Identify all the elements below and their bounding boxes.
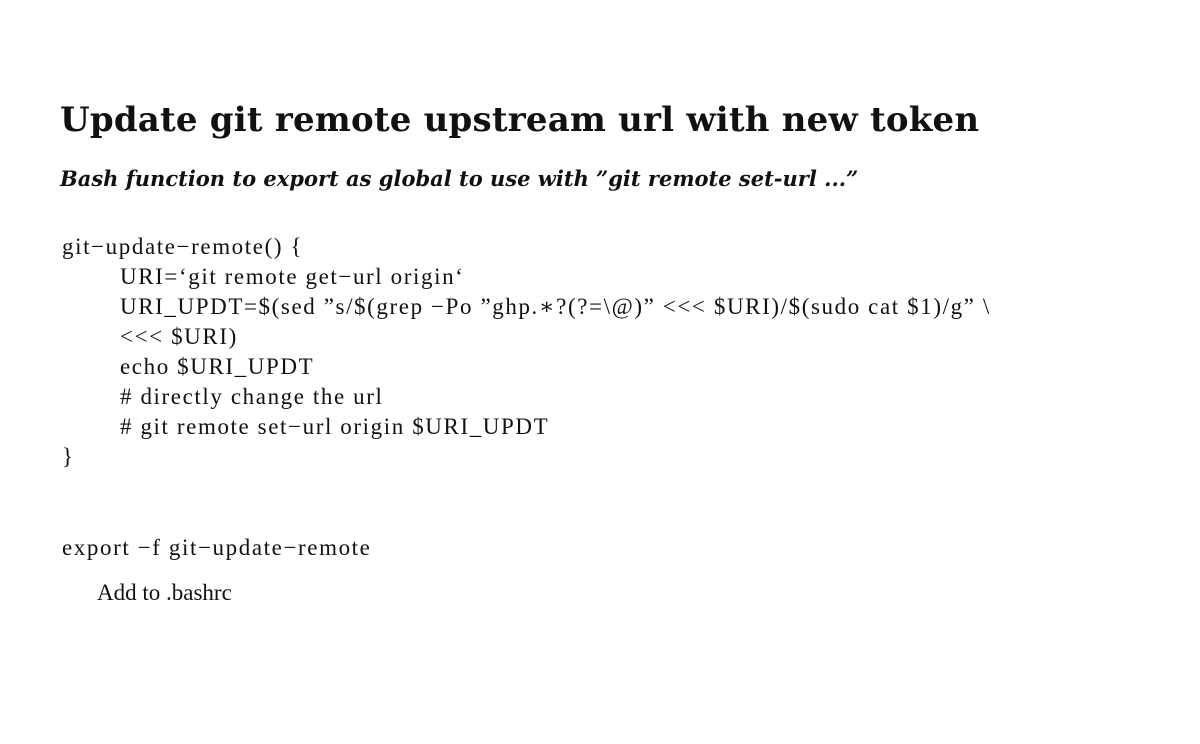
code-line-function-start: git−update−remote() { xyxy=(62,234,304,259)
document-title: Update git remote upstream url with new … xyxy=(60,100,980,140)
code-line-comment-change-url: # directly change the url xyxy=(120,384,384,409)
code-block: git−update−remote() { URI=‘git remote ge… xyxy=(62,232,1200,472)
code-line-function-end: } xyxy=(62,444,75,469)
bashrc-note: Add to .bashrc xyxy=(97,580,232,605)
code-line-uri-updt-continued: <<< $URI) xyxy=(120,324,238,349)
code-line-uri-assign: URI=‘git remote get−url origin‘ xyxy=(120,264,465,289)
code-line-echo: echo $URI_UPDT xyxy=(120,354,315,379)
export-command: export −f git−update−remote xyxy=(62,535,372,560)
document-subtitle: Bash function to export as global to use… xyxy=(60,166,859,191)
code-line-uri-updt-assign: URI_UPDT=$(sed ”s/$(grep −Po ”ghp.∗?(?=\… xyxy=(120,294,991,319)
code-line-comment-set-url: # git remote set−url origin $URI_UPDT xyxy=(120,414,550,439)
